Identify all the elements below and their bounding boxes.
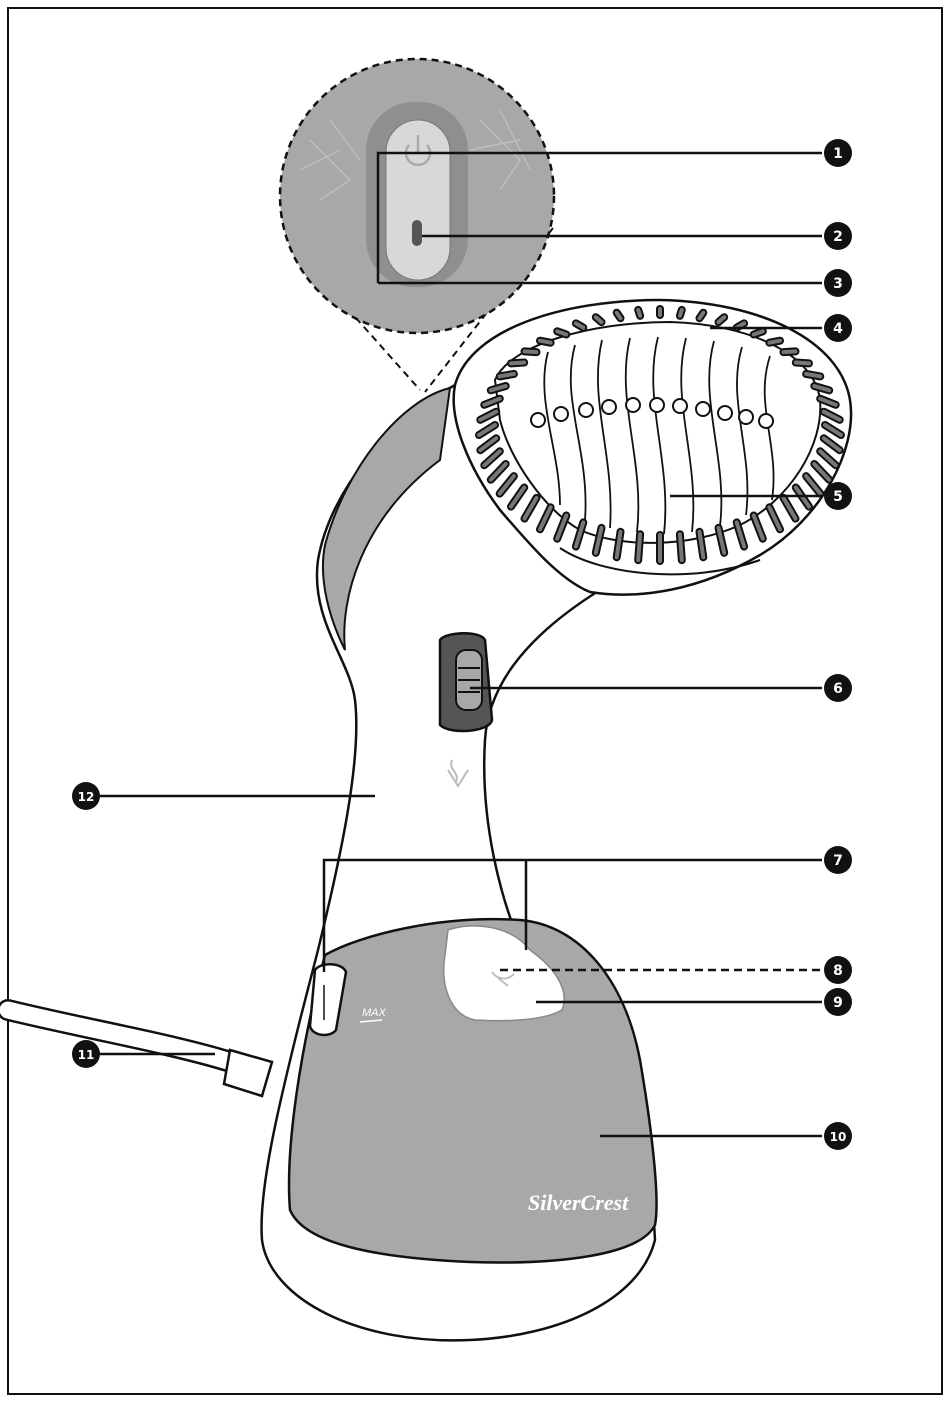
bristle [525, 351, 537, 352]
svg-text:7: 7 [833, 853, 843, 869]
callout-badge-8: 8 [824, 956, 852, 984]
callout-badge-11: 11 [72, 1040, 100, 1068]
svg-text:11: 11 [78, 1048, 95, 1062]
callout-badge-3: 3 [824, 269, 852, 297]
callout-badge-4: 4 [824, 314, 852, 342]
callout-badge-2: 2 [824, 222, 852, 250]
bristle [511, 363, 524, 364]
bristle [784, 351, 796, 352]
svg-text:4: 4 [833, 321, 843, 337]
steam-trigger[interactable] [440, 633, 492, 731]
bristle [500, 374, 514, 377]
callout-badge-10: 10 [824, 1122, 852, 1150]
callout-badge-7: 7 [824, 846, 852, 874]
svg-text:2: 2 [833, 229, 843, 245]
callout-badge-1: 1 [824, 139, 852, 167]
svg-text:3: 3 [833, 276, 843, 292]
bristle [796, 363, 809, 364]
svg-text:9: 9 [833, 995, 843, 1011]
bristle [680, 310, 682, 316]
bristle [680, 534, 682, 560]
svg-text:6: 6 [833, 681, 843, 697]
bristle [769, 341, 780, 343]
callout-badge-9: 9 [824, 988, 852, 1016]
svg-text:8: 8 [833, 963, 843, 979]
brand-logo: SilverCrest [528, 1190, 629, 1215]
svg-text:10: 10 [830, 1130, 847, 1144]
svg-text:12: 12 [78, 790, 95, 804]
indicator-light [412, 220, 422, 246]
callout-badge-6: 6 [824, 674, 852, 702]
max-marker: MAX [362, 1007, 387, 1019]
svg-text:5: 5 [833, 489, 843, 505]
svg-text:1: 1 [833, 146, 843, 162]
bristle [540, 341, 551, 343]
callout-badge-5: 5 [824, 482, 852, 510]
cord-strain-relief [224, 1050, 272, 1096]
callout-badge-12: 12 [72, 782, 100, 810]
bristle [806, 374, 820, 377]
bristle [638, 310, 640, 316]
bristle [638, 534, 640, 560]
